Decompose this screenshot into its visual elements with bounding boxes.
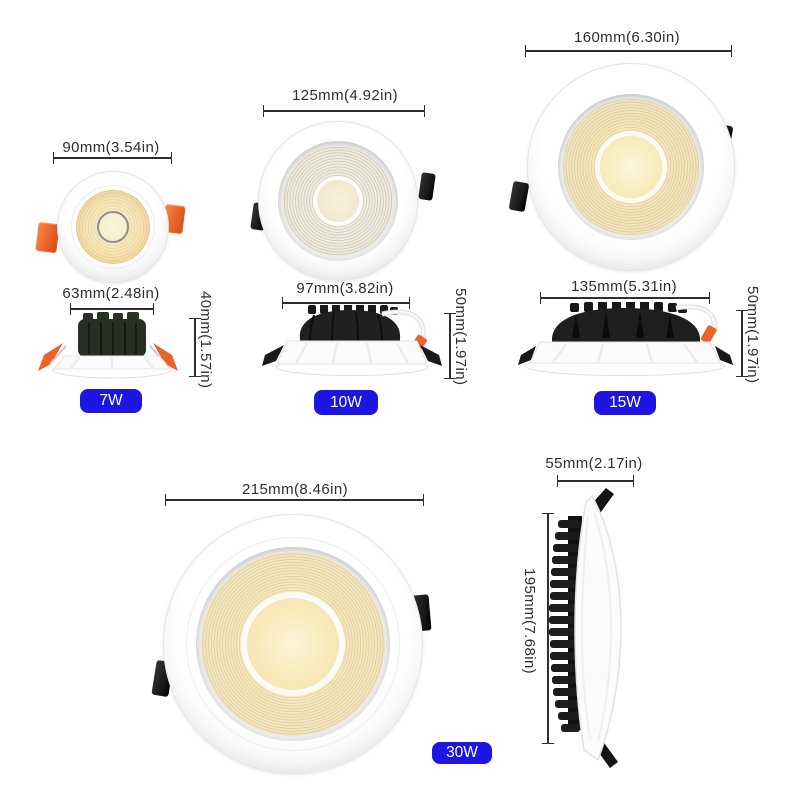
dim-line-front-7w (53, 152, 172, 164)
mounting-clip-icon (418, 172, 436, 201)
dim-label-sideheight-30w: 195mm(7.68in) (521, 568, 538, 675)
dim-label-cutout-7w: 63mm(2.48in) (62, 285, 160, 302)
dim-line-front-30w (165, 494, 424, 506)
dim-line-height-7w (189, 318, 201, 377)
dim-line-front-10w (263, 105, 425, 117)
dim-label-front-7w: 90mm(3.54in) (62, 139, 160, 156)
trim-groove (186, 537, 400, 751)
spring-clip-icon (518, 346, 536, 365)
dim-line-front-15w (525, 45, 732, 57)
dim-label-front-30w: 215mm(8.46in) (241, 481, 349, 498)
spring-clip-icon (715, 346, 733, 365)
dim-label-depth-30w: 55mm(2.17in) (545, 455, 643, 472)
lamp-body (574, 494, 622, 762)
wattage-badge-7w: 7W (80, 389, 142, 413)
led-lens (317, 180, 359, 222)
dim-line-cutout-10w (282, 297, 410, 309)
power-wire (675, 305, 716, 333)
wattage-badge-15w: 15W (594, 391, 656, 415)
dim-label-height-15w: 50mm(1.97in) (744, 286, 761, 384)
wattage-badge-10w: 10W (314, 390, 378, 415)
led-lens (247, 598, 339, 690)
spring-clip-icon (153, 343, 178, 371)
front-view-10w (258, 121, 418, 281)
profile-view-30w (549, 488, 622, 768)
dim-line-height-15w (736, 310, 748, 377)
dim-label-height-7w: 40mm(1.57in) (197, 291, 214, 389)
dim-label-height-10w: 50mm(1.97in) (452, 288, 469, 386)
side-view-10w (262, 305, 442, 376)
front-view-15w (527, 63, 735, 271)
dim-line-height-10w (444, 313, 456, 379)
trim-groove (71, 185, 155, 269)
spring-clip-icon (38, 343, 63, 371)
led-lens (600, 136, 662, 198)
power-wire (381, 310, 425, 342)
spring-clip-icon (420, 345, 442, 366)
dim-line-depth-30w (557, 475, 634, 487)
connector (700, 325, 717, 344)
led-lens (97, 211, 129, 243)
wattage-badge-30w: 30W (432, 742, 492, 764)
dim-line-sideheight-30w (542, 513, 554, 744)
dim-label-front-15w: 160mm(6.30in) (573, 29, 681, 46)
spring-clip-icon (262, 345, 284, 366)
front-view-30w (163, 514, 423, 774)
dim-line-cutout-7w (70, 303, 154, 315)
front-view-7w (57, 171, 169, 283)
heatsink-fins (549, 520, 580, 732)
mounting-clip-icon (508, 180, 530, 213)
dim-label-cutout-15w: 135mm(5.31in) (570, 278, 678, 295)
dim-label-cutout-10w: 97mm(3.82in) (296, 280, 394, 297)
side-view-15w (518, 302, 733, 376)
side-view-7w (38, 312, 178, 379)
dim-label-front-10w: 125mm(4.92in) (291, 87, 399, 104)
dim-line-cutout-15w (540, 292, 710, 304)
